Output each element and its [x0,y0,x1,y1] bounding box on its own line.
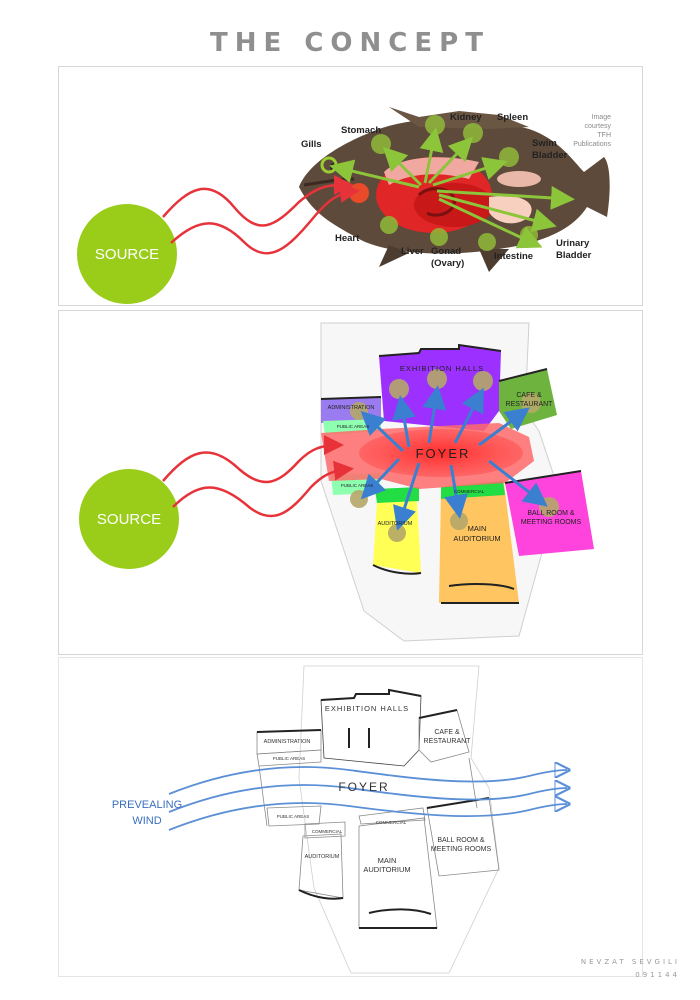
wind-floor-plan: PREVEALING WIND EXHIBITION HALLS ADMINIS… [112,665,642,974]
label-foyer: FOYER [338,780,389,794]
label-administration: ADMINISTRATION [328,405,375,411]
label-kidney: Kidney [450,112,482,123]
fish-diagram: SOURCE Gills Stomach Kidney Spleen Swim … [77,107,612,304]
label-cafe-2: RESTAURANT [506,401,554,408]
credit-line-3: TFH [597,132,611,139]
label-main-auditorium-1: MAIN [468,524,487,533]
label-ballroom-1: BALL ROOM & [527,510,575,517]
label-urinary-bladder-2: Bladder [556,250,592,261]
label-auditorium: AUDITORIUM [378,521,413,527]
label-administration: ADMINISTRATION [264,739,311,745]
red-flow-lines [162,175,360,255]
label-liver: Liver [401,246,424,257]
label-ballroom-1: BALL ROOM & [437,837,485,844]
credit-line-1: Image [592,114,612,121]
wind-flow-lines [168,767,567,831]
fish-concept-panel: SOURCE Gills Stomach Kidney Spleen Swim … [58,66,643,306]
label-ballroom-2: MEETING ROOMS [521,519,582,526]
credit-line-2: courtesy [585,123,612,130]
source-label: SOURCE [95,246,159,263]
page-title: THE CONCEPT [210,28,490,58]
label-heart: Heart [335,233,360,244]
label-ballroom-2: MEETING ROOMS [431,846,492,853]
plan-concept-panel: SOURCE EXHIBITION HALLS ADMINISTRATION P… [58,310,643,655]
label-auditorium: AUDITORIUM [305,854,340,860]
label-foyer: FOYER [416,446,471,461]
source-circle [77,204,177,304]
label-gonad-1: Gonad [431,246,461,257]
label-stomach: Stomach [341,125,381,136]
plan-walls [256,688,490,929]
credit-line-4: Publications [573,141,611,148]
label-cafe-2: RESTAURANT [424,738,472,745]
label-cafe-1: CAFE & [516,392,542,399]
label-gonad-2: (Ovary) [431,258,464,269]
label-swim-bladder-1: Swim [532,138,557,149]
blue-distribution-arrows [360,385,548,531]
label-exhibition-halls: EXHIBITION HALLS [325,704,409,713]
label-commercial: COMMERCIAL [454,489,485,494]
green-distribution-arrows [329,127,575,249]
label-public-areas-bottom: PUBLIC AREAS [341,483,374,488]
author-number: 091144 [635,971,680,979]
author-signature: NEVZAT SEVGILI 091144 [581,956,680,982]
room-commercial-left [375,487,419,503]
source-circle [79,469,179,569]
label-cafe-1: CAFE & [434,729,460,736]
wind-label-2: WIND [132,815,161,827]
label-main-auditorium-1: MAIN [378,856,397,865]
red-flow-lines [162,435,354,518]
label-spleen: Spleen [497,112,528,123]
colored-floor-plan: SOURCE EXHIBITION HALLS ADMINISTRATION P… [79,322,594,642]
wind-label-1: PREVEALING [112,799,182,811]
label-gills: Gills [301,139,322,150]
label-main-auditorium-2: AUDITORIUM [453,534,500,543]
plan-walls [320,343,582,604]
label-commercial-left: COMMERCIAL [312,829,343,834]
label-exhibition-halls: EXHIBITION HALLS [400,364,484,373]
label-intestine: Intestine [494,251,533,262]
label-swim-bladder-2: Bladder [532,150,568,161]
label-public-areas-top: PUBLIC AREAS [337,424,370,429]
label-main-auditorium-2: AUDITORIUM [363,865,410,874]
label-commercial-right: COMMERCIAL [376,820,407,825]
author-name: NEVZAT SEVGILI [580,958,680,966]
wind-concept-panel: PREVEALING WIND EXHIBITION HALLS ADMINIS… [58,657,643,977]
label-public-areas-bottom: PUBLIC AREAS [277,814,310,819]
source-label: SOURCE [97,511,161,528]
label-urinary-bladder-1: Urinary [556,238,590,249]
label-public-areas-top: PUBLIC AREAS [273,756,306,761]
